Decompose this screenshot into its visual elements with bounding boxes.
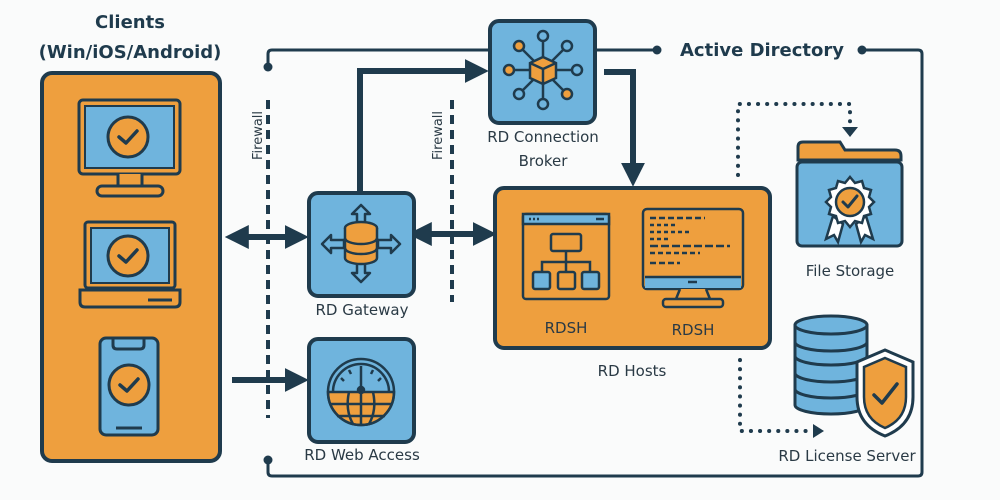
certified-folder-icon [795,140,904,248]
rd-hosts-panel[interactable] [493,186,772,350]
ad-bus-node-dot [263,455,273,465]
firewall-label-2: Firewall [431,111,446,160]
ad-bus-node-dot [857,45,867,55]
rd-hosts-label: RD Hosts [598,362,667,380]
rd-gateway-label: RD Gateway [315,301,408,319]
hub-network-icon [502,29,584,111]
filestorage-arrowhead [842,127,858,137]
check-icon [117,248,139,264]
check-icon [118,377,140,393]
license-arrowhead [813,424,824,438]
active-directory-bus [266,48,924,478]
laptop-icon [78,220,182,309]
rd-web-access-label: RD Web Access [304,446,420,464]
clients-panel[interactable] [40,71,222,463]
rd-web-access-node[interactable] [307,337,416,444]
ad-bus-node-dot [263,62,273,72]
check-icon [117,129,139,145]
broker-label-line2: Broker [519,152,569,170]
hosts-filestorage-dotted-link [736,102,852,177]
secure-database-icon [793,314,915,438]
gateway-broker-arrow [357,59,489,192]
clients-title-line1: Clients [95,12,165,33]
firewall-label-1: Firewall [251,111,266,160]
ad-bus-right [266,48,924,478]
code-monitor-icon [641,207,745,309]
rdsh-label-1: RDSH [545,319,588,337]
active-directory-label: Active Directory [680,40,844,61]
rd-connection-broker-node[interactable] [488,19,597,125]
ad-bus-node-dot [652,45,662,55]
rdsh-label-2: RDSH [672,321,715,339]
desktop-monitor-icon [77,98,182,198]
hosts-license-dotted-link [738,358,812,433]
license-server-label: RD License Server [778,447,916,465]
database-arrows-icon [320,203,402,284]
rd-gateway-node[interactable] [307,191,416,298]
ad-bus-left-top [266,48,490,66]
file-storage-label: File Storage [806,262,895,280]
rd-license-server-node[interactable] [793,314,915,438]
globe-gauge-icon [326,357,396,427]
org-chart-window-icon [521,212,611,301]
broker-label-line1: RD Connection [487,128,599,146]
file-storage-node[interactable] [795,140,904,248]
broker-hosts-arrow [604,69,645,187]
clients-title-line2: (Win/iOS/Android) [39,42,222,63]
smartphone-icon [98,336,160,437]
